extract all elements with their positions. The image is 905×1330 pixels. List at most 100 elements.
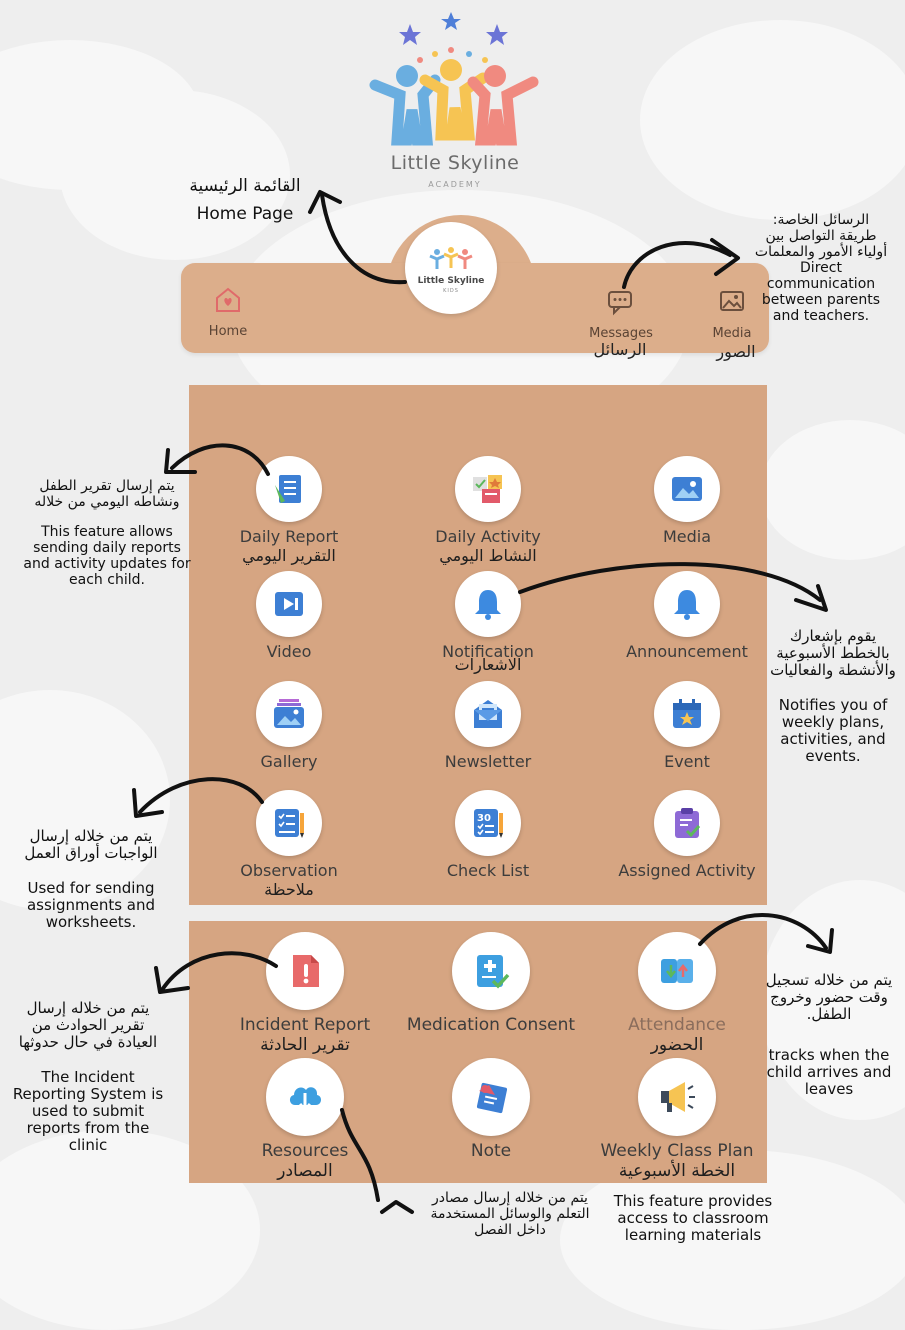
daily-report-note: يتم إرسال تقرير الطفل ونشاطه اليومي من خ…	[22, 478, 192, 588]
nav-messages-ar: الرسائل	[593, 340, 647, 359]
messages-note: الرسائل الخاصة: طريقة التواصل بين أولياء…	[752, 212, 890, 324]
tile-attendance-label: Attendance	[628, 1015, 726, 1035]
tile-resources-label: Resources	[261, 1141, 349, 1161]
tile-newsletter-button[interactable]	[455, 681, 521, 747]
tile-daily-report-ar: التقرير اليومي	[242, 546, 336, 565]
tile-weekly-class-plan[interactable]: Weekly Class Plan الخطة الأسبوعية	[592, 1058, 762, 1181]
tile-gallery[interactable]: Gallery	[204, 681, 374, 771]
tile-observation-button[interactable]	[256, 790, 322, 856]
tile-weekly-class-plan-ar: الخطة الأسبوعية	[618, 1161, 736, 1181]
incident-note: يتم من خلاله إرسال تقرير الحوادث من العي…	[10, 1000, 166, 1154]
nav-media-label: Media	[712, 326, 752, 341]
tile-weekly-class-plan-button[interactable]	[638, 1058, 716, 1136]
tile-event[interactable]: Event	[602, 681, 772, 771]
image-icon	[720, 291, 744, 311]
tile-medication-consent[interactable]: Medication Consent	[405, 932, 577, 1035]
nav-logo-button[interactable]: Little Skyline KIDS	[405, 222, 497, 314]
tile-daily-report[interactable]: Daily Report التقرير اليومي	[204, 456, 374, 565]
observation-note-en: Used for sending assignments and workshe…	[26, 879, 156, 931]
tile-assigned-activity[interactable]: Assigned Activity	[602, 790, 772, 880]
tile-announcement-button[interactable]	[654, 571, 720, 637]
tile-note-button[interactable]	[452, 1058, 530, 1136]
home-page-note-ar: القائمة الرئيسية	[189, 176, 301, 196]
tile-event-button[interactable]	[654, 681, 720, 747]
tile-daily-activity-button[interactable]	[455, 456, 521, 522]
nav-media[interactable]: Media	[704, 286, 760, 341]
tile-medication-consent-button[interactable]	[452, 932, 530, 1010]
megaphone-icon	[661, 1082, 695, 1112]
tile-video-label: Video	[266, 642, 312, 661]
attendance-note: يتم من خلاله تسجيل وقت حضور وخروج الطفل.…	[760, 972, 898, 1098]
video-icon	[275, 592, 303, 616]
calendar-star-icon	[673, 699, 701, 728]
tile-check-list-button[interactable]: 30	[455, 790, 521, 856]
home-page-note: القائمة الرئيسية Home Page	[160, 172, 330, 228]
tile-observation-ar: ملاحظة	[264, 880, 314, 899]
note-icon	[476, 1082, 508, 1114]
svg-text:30: 30	[477, 813, 491, 824]
tile-gallery-button[interactable]	[256, 681, 322, 747]
tile-incident-report[interactable]: Incident Report تقرير الحادثة	[220, 932, 390, 1055]
resources-arrowhead	[380, 1200, 414, 1214]
tile-attendance[interactable]: Attendance الحضور	[592, 932, 762, 1055]
gallery-icon	[274, 699, 304, 728]
tile-note[interactable]: Note	[405, 1058, 577, 1161]
tile-notification-button[interactable]	[455, 571, 521, 637]
tile-check-list-label: Check List	[446, 861, 530, 880]
tile-notification[interactable]: Notification الاشعارات	[403, 571, 573, 674]
home-icon	[216, 287, 240, 312]
messages-note-en: Direct communication between parents and…	[761, 260, 881, 324]
tile-incident-report-button[interactable]	[266, 932, 344, 1010]
tile-gallery-label: Gallery	[260, 752, 318, 771]
daily-activity-icon	[473, 475, 502, 503]
nav-messages[interactable]: Messages	[582, 286, 660, 341]
tile-video[interactable]: Video	[204, 571, 374, 661]
daily-report-note-en: This feature allows sending daily report…	[23, 524, 191, 588]
tile-media-button[interactable]	[654, 456, 720, 522]
resources-note-ar: يتم من خلاله إرسال مصادر التعلم والوسائل…	[430, 1190, 590, 1238]
bell-icon	[475, 590, 501, 620]
tile-event-label: Event	[664, 752, 710, 771]
home-page-note-en: Home Page	[196, 204, 294, 224]
check-list-icon: 30	[474, 809, 503, 838]
tile-notification-ar: الاشعارات	[454, 655, 522, 674]
tile-notification-label: Notification	[442, 642, 534, 661]
incident-icon	[293, 955, 319, 987]
notification-note-en: Notifies you of weekly plans, activities…	[778, 696, 888, 765]
attendance-note-ar: يتم من خلاله تسجيل وقت حضور وخروج الطفل.	[765, 971, 893, 1023]
chat-icon	[608, 291, 632, 316]
attendance-icon	[661, 959, 693, 983]
nav-media-ar: الصور	[716, 342, 756, 361]
tile-video-button[interactable]	[256, 571, 322, 637]
attendance-note-en: tracks when the child arrives and leaves	[766, 1046, 892, 1098]
media-icon	[672, 477, 702, 501]
cloud-download-icon	[289, 1087, 322, 1113]
tile-attendance-ar: الحضور	[650, 1035, 704, 1055]
tile-resources-button[interactable]	[266, 1058, 344, 1136]
tile-daily-report-button[interactable]	[256, 456, 322, 522]
newsletter-icon	[474, 700, 502, 728]
incident-arrowhead	[154, 966, 190, 994]
tile-announcement[interactable]: Announcement	[602, 571, 772, 661]
messages-note-ar-body: طريقة التواصل بين أولياء الأمور والمعلما…	[754, 228, 888, 260]
nav-home[interactable]: Home	[198, 284, 258, 339]
notification-arrowhead	[794, 584, 828, 612]
tile-daily-activity-ar: النشاط اليومي	[439, 546, 537, 565]
tile-newsletter[interactable]: Newsletter	[403, 681, 573, 771]
tile-resources-ar: المصادر	[277, 1161, 333, 1181]
weekly-plan-note-en: This feature provides access to classroo…	[613, 1192, 773, 1244]
tile-media[interactable]: Media	[602, 456, 772, 546]
tile-resources[interactable]: Resources المصادر	[220, 1058, 390, 1181]
clipboard-icon	[675, 808, 701, 838]
nav-messages-label: Messages	[589, 326, 653, 341]
tile-attendance-button[interactable]	[638, 932, 716, 1010]
tile-observation[interactable]: Observation ملاحظة	[204, 790, 374, 899]
observation-icon	[275, 809, 304, 838]
resources-note: يتم من خلاله إرسال مصادر التعلم والوسائل…	[424, 1190, 596, 1238]
tile-daily-activity[interactable]: Daily Activity النشاط اليومي	[403, 456, 573, 565]
nav-logo-title: Little Skyline	[417, 276, 485, 286]
bell-icon	[674, 590, 700, 620]
tile-check-list[interactable]: 30 Check List	[403, 790, 573, 880]
tile-assigned-activity-button[interactable]	[654, 790, 720, 856]
medication-icon	[477, 955, 510, 989]
